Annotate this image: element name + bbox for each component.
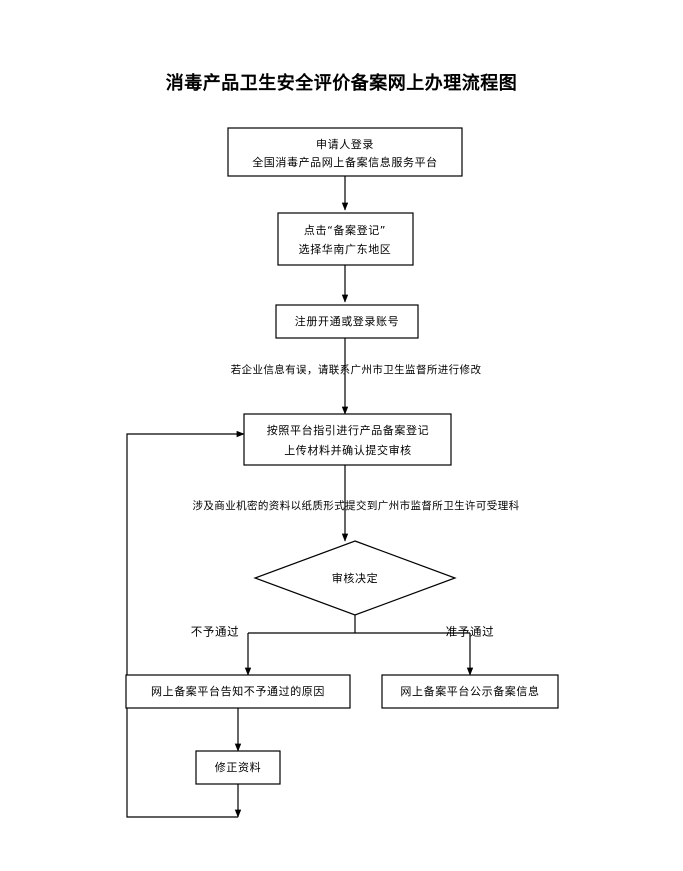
node-applicant-login[interactable] bbox=[227, 127, 463, 177]
node-notify-rejection-reason-label: 网上备案平台告知不予通过的原因 bbox=[151, 684, 325, 698]
node-click-registration[interactable] bbox=[277, 212, 414, 266]
node-review-decision-label: 审核决定 bbox=[332, 571, 378, 585]
node-applicant-login-line-1: 申请人登录 bbox=[316, 137, 374, 151]
node-click-registration-line-1: 点击“备案登记” bbox=[304, 223, 386, 237]
note-company-info-correction: 若企业信息有误，请联系广州市卫生监督所进行修改 bbox=[231, 363, 482, 376]
node-applicant-login-line-2: 全国消毒产品网上备案信息服务平台 bbox=[252, 155, 438, 169]
node-notify-rejection-reason[interactable] bbox=[125, 674, 351, 709]
node-register-or-login-account[interactable] bbox=[275, 304, 419, 339]
branch-label-reject: 不予通过 bbox=[191, 625, 239, 639]
node-review-decision[interactable] bbox=[253, 540, 457, 616]
page-title: 消毒产品卫生安全评价备案网上办理流程图 bbox=[165, 73, 518, 94]
node-product-filing-upload-line-2: 上传材料并确认提交审核 bbox=[284, 443, 412, 457]
note-confidential-paper-submission: 涉及商业机密的资料以纸质形式提交到广州市监督所卫生许可受理科 bbox=[193, 499, 520, 512]
branch-label-approve: 准予通过 bbox=[446, 625, 494, 639]
node-register-or-login-account-label: 注册开通或登录账号 bbox=[295, 314, 399, 328]
node-click-registration-line-2: 选择华南广东地区 bbox=[299, 242, 392, 256]
node-correct-materials-label: 修正资料 bbox=[215, 760, 261, 774]
edge-feedback-loop-to-n4 bbox=[126, 430, 245, 818]
node-product-filing-upload-line-1: 按照平台指引进行产品备案登记 bbox=[267, 423, 429, 437]
node-publish-filing-info-label: 网上备案平台公示备案信息 bbox=[400, 684, 539, 698]
node-publish-filing-info[interactable] bbox=[381, 674, 559, 709]
node-product-filing-upload[interactable] bbox=[243, 413, 452, 466]
node-correct-materials[interactable] bbox=[195, 750, 281, 785]
